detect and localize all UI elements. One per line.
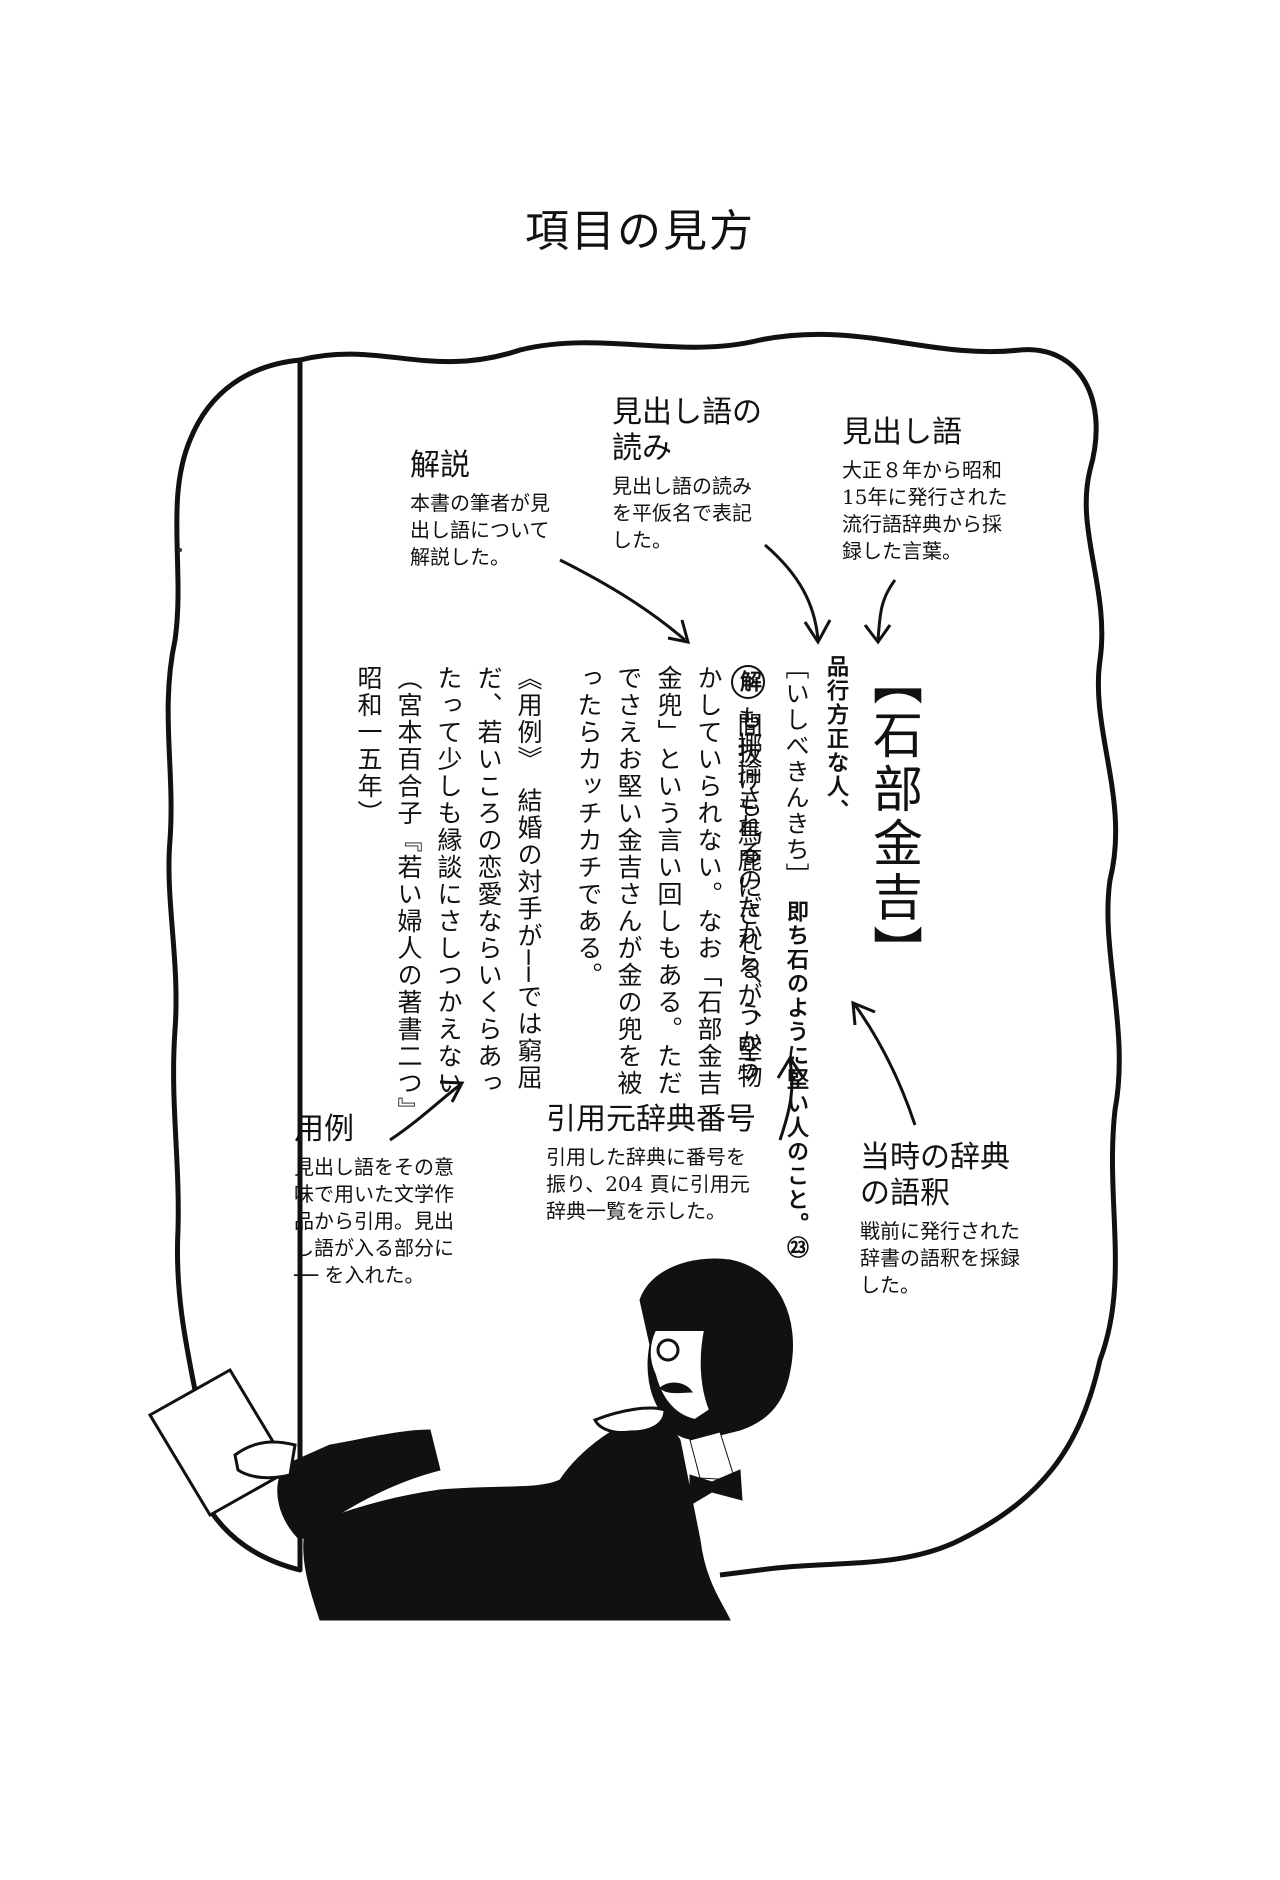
desc-line: 戦前に発行された — [860, 1219, 1020, 1243]
arrow-yomi — [764, 543, 832, 645]
desc-line: 解説した。 — [410, 545, 510, 569]
desc-line: 振り、204 頁に引用元 — [546, 1172, 750, 1196]
entry-definition-2: 即ち石のように堅い人のこと。㉓ — [783, 900, 808, 1260]
desc-line: を平仮名で表記 — [612, 501, 752, 525]
desc-line: 味で用いた文学作 — [294, 1182, 454, 1206]
page-title: 項目の見方 — [525, 206, 755, 257]
arrow-midashigo — [863, 579, 897, 645]
entry-reading: ［いしべきんきち］ — [781, 655, 809, 889]
label-midashigo-head: 見出し語 — [842, 415, 962, 450]
desc-line: 出し語について — [410, 518, 550, 542]
entry-commentary-4: でさえお堅い金吉さんが金の兜を被 — [614, 665, 643, 1097]
label-midashigo: 見出し語 大正８年から昭和 15年に発行された 流行語辞典から採 録した言葉。 — [842, 415, 1007, 565]
label-yorei-head: 用例 — [294, 1112, 354, 1147]
label-goshaku-head: 当時の辞典 の語釈 — [860, 1140, 1020, 1212]
head-line: の語釈 — [860, 1176, 950, 1211]
desc-line: 見出し語をその意 — [294, 1155, 454, 1179]
label-goshaku: 当時の辞典 の語釈 戦前に発行された 辞書の語釈を採録 した。 — [860, 1140, 1020, 1299]
label-goshaku-desc: 戦前に発行された 辞書の語釈を採録 した。 — [860, 1218, 1020, 1299]
desc-line: した。 — [612, 528, 672, 552]
label-yorei-desc: 見出し語をその意 味で用いた文学作 品から引用。見出 し語が入る部分に ── を… — [294, 1154, 454, 1289]
head-line: 当時の辞典 — [860, 1140, 1010, 1175]
desc-line: 15年に発行された — [842, 485, 1008, 509]
label-inyo: 引用元辞典番号 引用した辞典に番号を 振り、204 頁に引用元 辞典一覧を示した… — [546, 1102, 756, 1225]
desc-line: 見出し語の読み — [612, 474, 752, 498]
label-yomi-desc: 見出し語の読み を平仮名で表記 した。 — [612, 473, 762, 554]
label-kaisetsu-desc: 本書の筆者が見 出し語について 解説した。 — [410, 490, 550, 571]
desc-line: 引用した辞典に番号を — [546, 1145, 746, 1169]
entry-commentary-1a: 間抜けも馬鹿にされるが、堅物 — [734, 712, 763, 1090]
kai-mark-icon: 解 — [731, 665, 765, 699]
head-line: 見出し語の — [612, 395, 762, 430]
entry-definition-1: 品行方正な人、 — [823, 655, 848, 823]
entry-commentary-1: 解も揶揄されるのだから、うかう — [728, 665, 768, 1083]
desc-line: 本書の筆者が見 — [410, 491, 550, 515]
entry-commentary-3: 金兜」という言い回しもある。ただ — [654, 665, 683, 1097]
arrow-kaisetsu — [559, 558, 691, 644]
entry-commentary-2: かしていられない。なお「石部金吉 — [694, 665, 723, 1097]
entry-example-2: だ、若いころの恋愛ならいくらあっ — [474, 665, 503, 1097]
desc-line: 辞典一覧を示した。 — [546, 1199, 726, 1223]
arrow-goshaku — [851, 1000, 917, 1126]
entry-commentary-5: ったらカッチカチである。 — [574, 665, 603, 989]
desc-line: 品から引用。見出 — [294, 1209, 454, 1233]
label-yomi: 見出し語の 読み 見出し語の読み を平仮名で表記 した。 — [612, 395, 762, 554]
arrow-inyo — [776, 1055, 804, 1141]
label-midashigo-desc: 大正８年から昭和 15年に発行された 流行語辞典から採 録した言葉。 — [842, 457, 1007, 565]
label-yorei: 用例 見出し語をその意 味で用いた文学作 品から引用。見出 し語が入る部分に ─… — [294, 1112, 454, 1289]
entry-example-4: （宮本百合子『若い婦人の著書二つ』 — [394, 665, 423, 1124]
desc-line: し語が入る部分に — [294, 1236, 454, 1260]
desc-line: 辞書の語釈を採録 — [860, 1246, 1020, 1270]
head-line: 読み — [612, 431, 672, 466]
entry-example-5: 昭和一五年） — [354, 665, 383, 827]
desc-line: ── を入れた。 — [294, 1263, 425, 1287]
label-kaisetsu-head: 解説 — [410, 448, 470, 483]
gentleman-illustration — [277, 1258, 793, 1621]
arrow-yorei — [389, 1080, 465, 1142]
label-inyo-desc: 引用した辞典に番号を 振り、204 頁に引用元 辞典一覧を示した。 — [546, 1144, 756, 1225]
label-inyo-head: 引用元辞典番号 — [546, 1102, 756, 1137]
desc-line: した。 — [860, 1273, 920, 1297]
label-kaisetsu: 解説 本書の筆者が見 出し語について 解説した。 — [410, 448, 550, 571]
entry-example-1: 《用例》 結婚の対手が──では窮屈 — [514, 665, 543, 1092]
label-yomi-head: 見出し語の 読み — [612, 395, 762, 467]
card-in-hand — [147, 1367, 297, 1518]
entry-example-3: たって少しも縁談にさしつかえない — [434, 665, 463, 1097]
desc-line: 録した言葉。 — [842, 539, 962, 563]
commentary-line: も揶揄されるのだから、うかう — [734, 705, 763, 1083]
desc-line: 流行語辞典から採 — [842, 512, 1002, 536]
entry-headword: 【石部金吉】 — [865, 655, 923, 979]
speck — [178, 548, 182, 552]
desc-line: 大正８年から昭和 — [842, 458, 1002, 482]
